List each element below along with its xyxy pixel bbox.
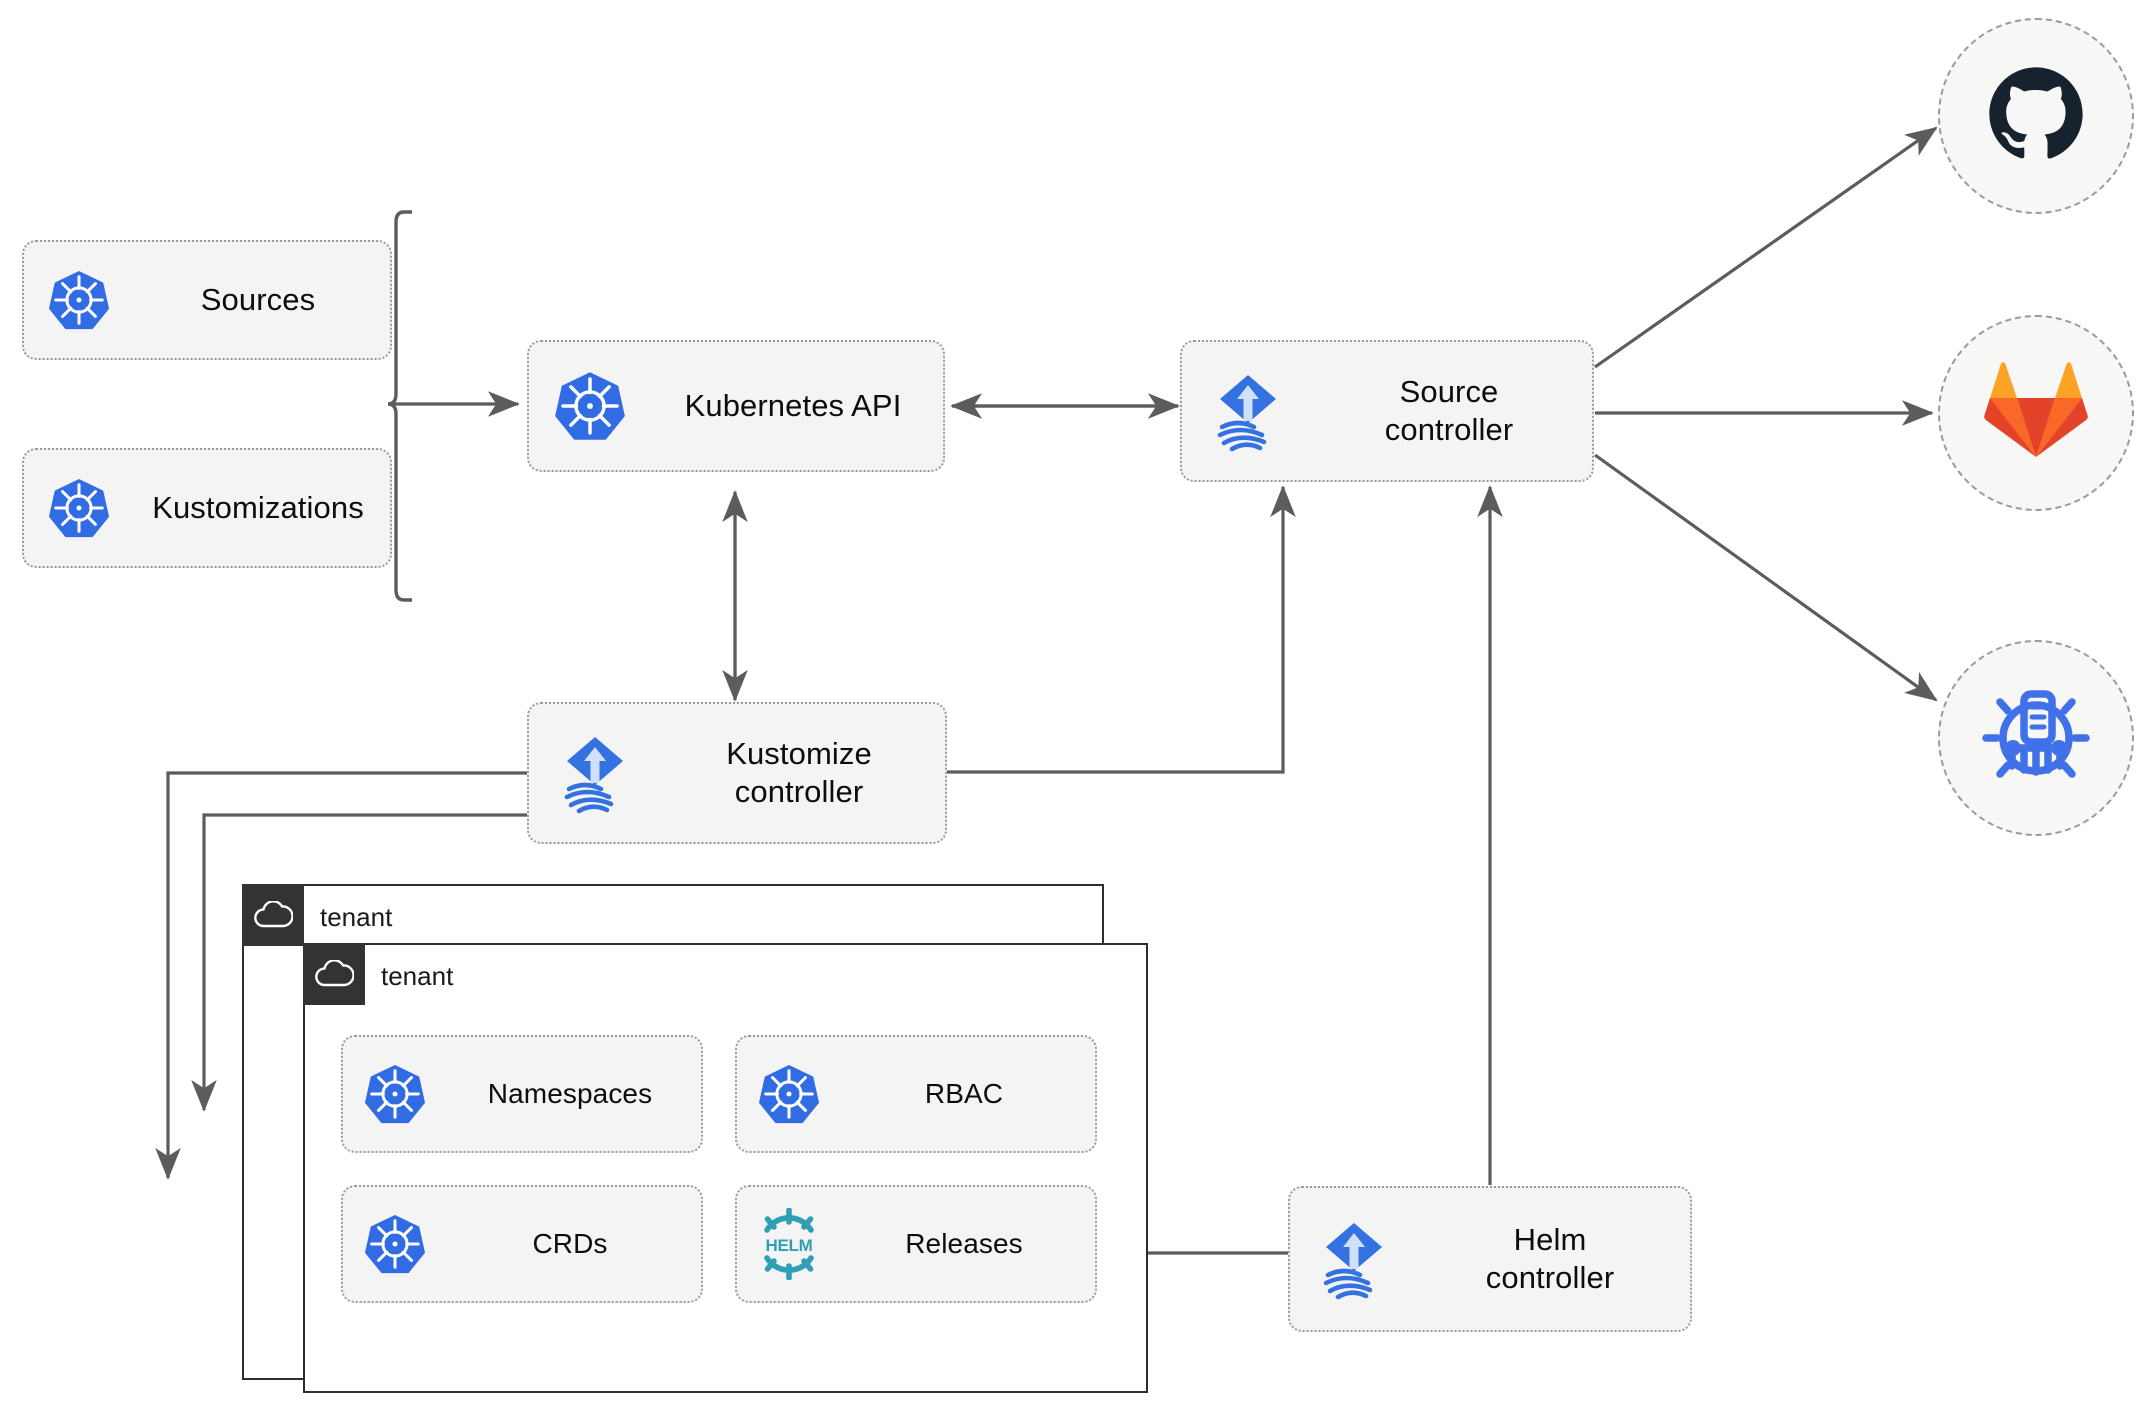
- node-label-line2: controller: [1485, 1260, 1615, 1295]
- node-kustomize-controller[interactable]: Kustomize controller: [527, 702, 947, 844]
- endpoint-gitlab[interactable]: [1938, 315, 2134, 511]
- node-label: Source controller: [1314, 373, 1592, 449]
- github-icon: [1983, 61, 2089, 172]
- node-kustomizations[interactable]: Kustomizations: [22, 448, 392, 568]
- helm-icon: HELM: [737, 1208, 841, 1280]
- kubernetes-icon: [24, 269, 134, 331]
- node-helm-controller[interactable]: Helm controller: [1288, 1186, 1692, 1332]
- gitlab-icon: [1984, 361, 2088, 465]
- node-label: Namespaces: [487, 1077, 653, 1109]
- node-label: Kustomize controller: [661, 735, 945, 811]
- node-label: Kustomizations: [152, 490, 364, 526]
- kubernetes-icon: [737, 1063, 841, 1125]
- node-label-line2: controller: [1384, 412, 1514, 447]
- kubernetes-icon: [24, 477, 134, 539]
- flux-icon: [1290, 1217, 1418, 1301]
- node-crds[interactable]: CRDs: [341, 1185, 703, 1303]
- node-label-line2: controller: [734, 774, 864, 809]
- node-sources[interactable]: Sources: [22, 240, 392, 360]
- node-releases[interactable]: HELM Releases: [735, 1185, 1097, 1303]
- kubernetes-icon: [343, 1063, 447, 1125]
- node-label: RBAC: [924, 1077, 1004, 1109]
- cloud-icon: [303, 943, 365, 1005]
- node-label-line1: Source: [1399, 374, 1499, 410]
- node-label: Releases: [905, 1227, 1023, 1259]
- flux-icon: [1182, 369, 1314, 453]
- kubernetes-icon: [343, 1213, 447, 1275]
- node-label: Sources: [200, 282, 316, 318]
- node-label: Kubernetes API: [684, 388, 902, 424]
- helm-repository-icon: [1980, 680, 2092, 797]
- tenant-label: tenant: [381, 960, 454, 991]
- node-label-line1: Kustomize: [726, 736, 872, 772]
- svg-text:HELM: HELM: [766, 1236, 813, 1255]
- node-rbac[interactable]: RBAC: [735, 1035, 1097, 1153]
- node-label-line1: Helm: [1513, 1222, 1587, 1258]
- endpoint-github[interactable]: [1938, 18, 2134, 214]
- tenant-container-inner[interactable]: tenant: [303, 943, 1148, 1393]
- endpoint-helm-repository[interactable]: [1938, 640, 2134, 836]
- node-label: CRDs: [532, 1227, 608, 1259]
- flux-icon: [529, 731, 661, 815]
- kubernetes-icon: [529, 370, 651, 442]
- node-namespaces[interactable]: Namespaces: [341, 1035, 703, 1153]
- tenant-label: tenant: [320, 901, 393, 932]
- node-source-controller[interactable]: Source controller: [1180, 340, 1594, 482]
- node-kubernetes-api[interactable]: Kubernetes API: [527, 340, 945, 472]
- node-label: Helm controller: [1418, 1221, 1690, 1297]
- cloud-icon: [242, 884, 304, 946]
